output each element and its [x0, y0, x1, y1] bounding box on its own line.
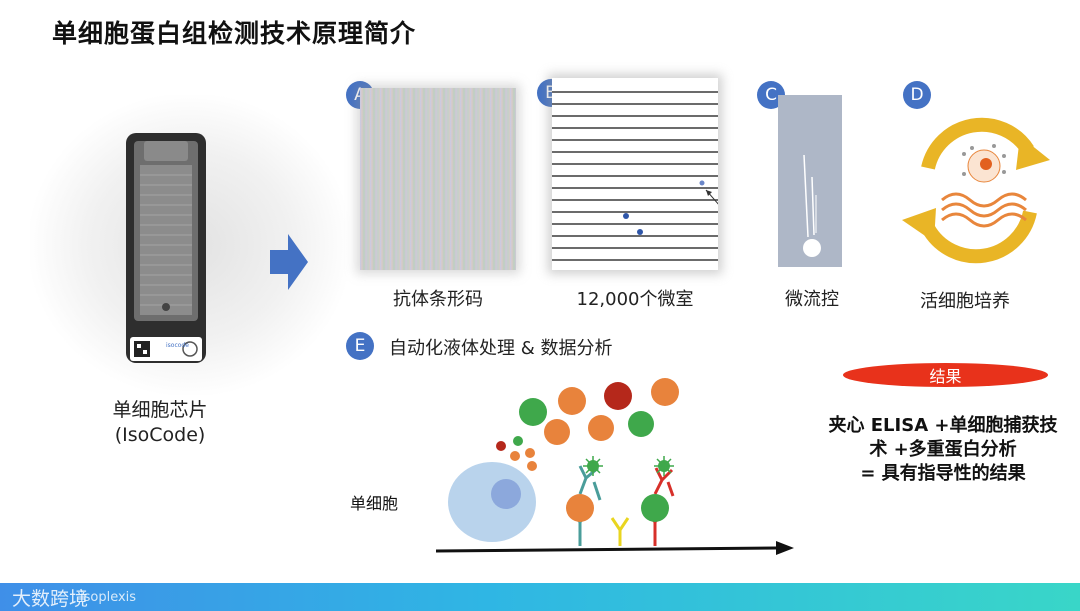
microchamber-image [552, 78, 718, 270]
sandwich-elisa-illustration [430, 370, 800, 560]
elisa-diagram-icon [430, 370, 800, 560]
antibody-barcode-image [360, 88, 516, 270]
badge-d: D [903, 81, 931, 109]
conclusion-line2: 术 +多重蛋白分析 [812, 438, 1074, 462]
page-title: 单细胞蛋白组检测技术原理简介 [52, 14, 416, 50]
panel-b-caption: 12,000个微室 [552, 285, 718, 311]
microchamber-lines-icon [552, 78, 718, 270]
conclusion-line3: = 具有指导性的结果 [812, 462, 1074, 486]
chip-label: isocode [166, 342, 189, 349]
conclusion-line1: 夹心 ELISA +单细胞捕获技 [812, 414, 1074, 438]
chip-caption-line1: 单细胞芯片 [60, 398, 260, 423]
single-cell-label: 单细胞 [350, 490, 398, 514]
footer-subtext: isoplexis [80, 590, 136, 605]
microfluidic-image [778, 95, 842, 267]
panel-d-caption: 活细胞培养 [910, 287, 1020, 313]
microfluidic-channel-icon [778, 95, 842, 267]
panel-a-caption: 抗体条形码 [360, 285, 516, 311]
badge-e: E [346, 332, 374, 360]
right-arrow-icon [268, 232, 308, 292]
result-badge: 结果 [843, 363, 1048, 387]
chip-caption-line2: (IsoCode) [60, 423, 260, 448]
chip-caption: 单细胞芯片 (IsoCode) [60, 398, 260, 448]
panel-e-label: 自动化液体处理 & 数据分析 [389, 334, 612, 360]
cell-culture-image [898, 108, 1058, 268]
footer-bar [0, 583, 1080, 611]
panel-c-caption: 微流控 [770, 285, 854, 311]
conclusion-text: 夹心 ELISA +单细胞捕获技 术 +多重蛋白分析 = 具有指导性的结果 [812, 414, 1074, 486]
footer-watermark: 大数跨境 [12, 584, 88, 611]
cell-culture-cycle-icon [898, 108, 1058, 268]
